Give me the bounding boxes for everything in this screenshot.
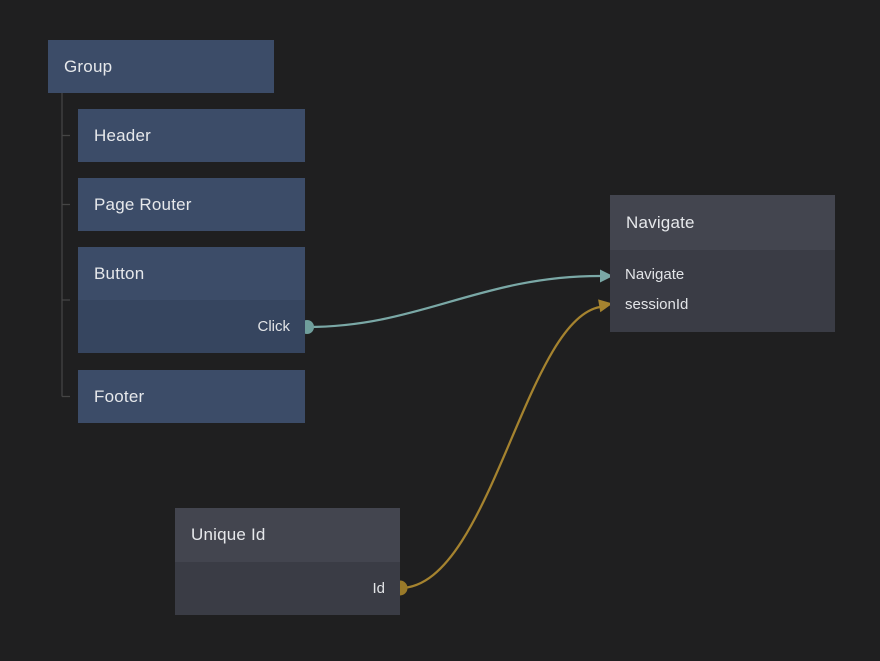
node-group-title: Group — [64, 56, 113, 76]
node-header[interactable]: Header — [78, 109, 305, 162]
node-header-title: Header — [94, 125, 151, 145]
node-footer-title: Footer — [94, 386, 145, 406]
signal-arrowhead-icon — [600, 269, 613, 283]
node-navigate[interactable]: Navigate Navigate sessionId — [610, 195, 835, 332]
node-footer[interactable]: Footer — [78, 370, 305, 423]
output-port-id[interactable]: Id — [372, 580, 385, 597]
input-port-navigate[interactable]: Navigate — [625, 266, 685, 283]
node-button[interactable]: Button Click — [78, 247, 305, 353]
signal-connection-wire[interactable] — [306, 274, 601, 329]
input-port-sessionid[interactable]: sessionId — [625, 296, 689, 313]
value-connection-wire[interactable] — [399, 305, 601, 590]
node-page-router[interactable]: Page Router — [78, 178, 305, 231]
node-group[interactable]: Group — [48, 40, 274, 93]
node-unique-id[interactable]: Unique Id Id — [175, 508, 400, 615]
hierarchy-tree-lines — [61, 93, 70, 398]
node-navigate-title: Navigate — [626, 212, 695, 232]
node-button-title: Button — [94, 263, 145, 283]
node-page-router-title: Page Router — [94, 194, 192, 214]
node-unique-id-title: Unique Id — [191, 525, 266, 544]
value-arrowhead-icon — [598, 299, 613, 313]
output-port-click[interactable]: Click — [257, 318, 291, 335]
